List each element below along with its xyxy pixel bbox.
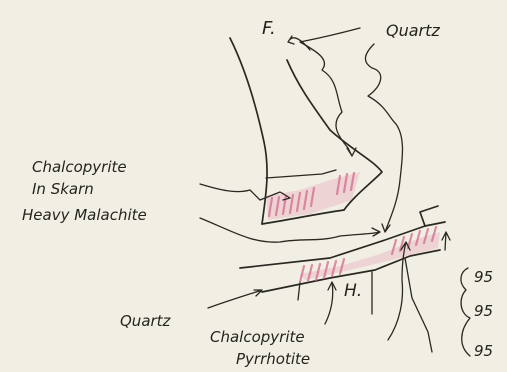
label-chalcopyrite: Chalcopyrite: [210, 328, 305, 346]
lower-vein-root-right: [405, 258, 432, 352]
label-quartz-top: Quartz: [386, 21, 440, 40]
label-h: H.: [344, 281, 362, 301]
label-pyrrhotite: Pyrrhotite: [236, 350, 310, 368]
label-quartz-bottom: Quartz: [120, 312, 172, 330]
label-margin-2: 95: [474, 302, 493, 320]
quartz-top-leader-2: [365, 44, 402, 232]
label-heavy-malachite: Heavy Malachite: [22, 206, 147, 224]
label-margin-1: 95: [474, 268, 493, 286]
upper-vein-inner-line: [266, 170, 336, 178]
upper-vein-left-wall: [230, 38, 267, 224]
malachite-leader-arrow: [200, 218, 380, 242]
label-f: F.: [262, 18, 276, 39]
quartz-bottom-leader-arrow: [208, 290, 262, 308]
label-chalcopyrite-skarn-line1: Chalcopyrite: [32, 158, 127, 176]
lower-vein-upper-arm: [420, 206, 438, 226]
margin-brace: [461, 268, 470, 356]
f-leader-arrow: [288, 36, 310, 50]
label-margin-3: 95: [474, 342, 493, 360]
lower-right-arrow: [442, 232, 450, 250]
quartz-top-leader-1: [300, 28, 360, 156]
chalcopyrite-leader-arrow: [325, 282, 336, 324]
label-chalcopyrite-skarn-line2: In Skarn: [32, 180, 94, 198]
